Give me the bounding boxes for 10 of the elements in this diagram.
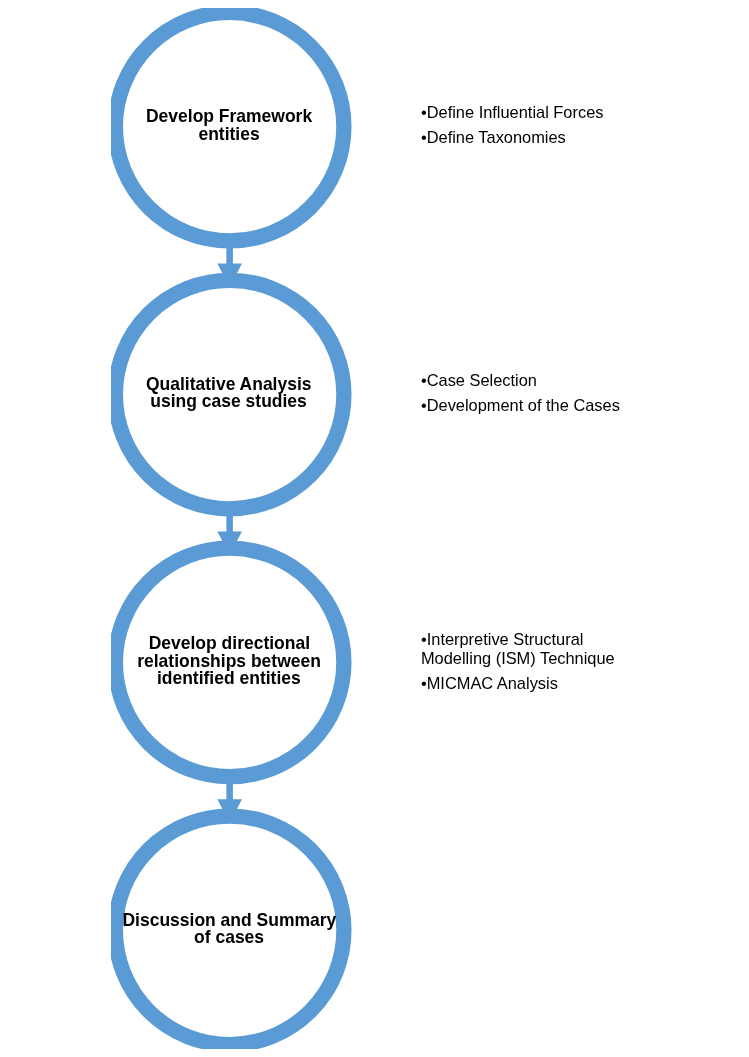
node-label: •Define Influential Forces <box>420 102 604 121</box>
node-label: •MICMAC Analysis <box>420 673 558 692</box>
node-circle: Discussion and Summary of cases <box>111 808 352 1049</box>
node-circle: Develop Framework entities <box>111 8 352 249</box>
node-label: •Development of the Cases <box>420 395 620 414</box>
node-circle: Develop directional relationships between identified entities <box>111 540 352 785</box>
node-circle: Qualitative Analysis using case studies <box>111 272 352 517</box>
node-label: •Case Selection <box>420 370 537 389</box>
node-label: •Interpretive Structural Modelling (ISM) Technique <box>420 629 615 667</box>
node-label: •Define Taxonomies <box>420 128 566 147</box>
